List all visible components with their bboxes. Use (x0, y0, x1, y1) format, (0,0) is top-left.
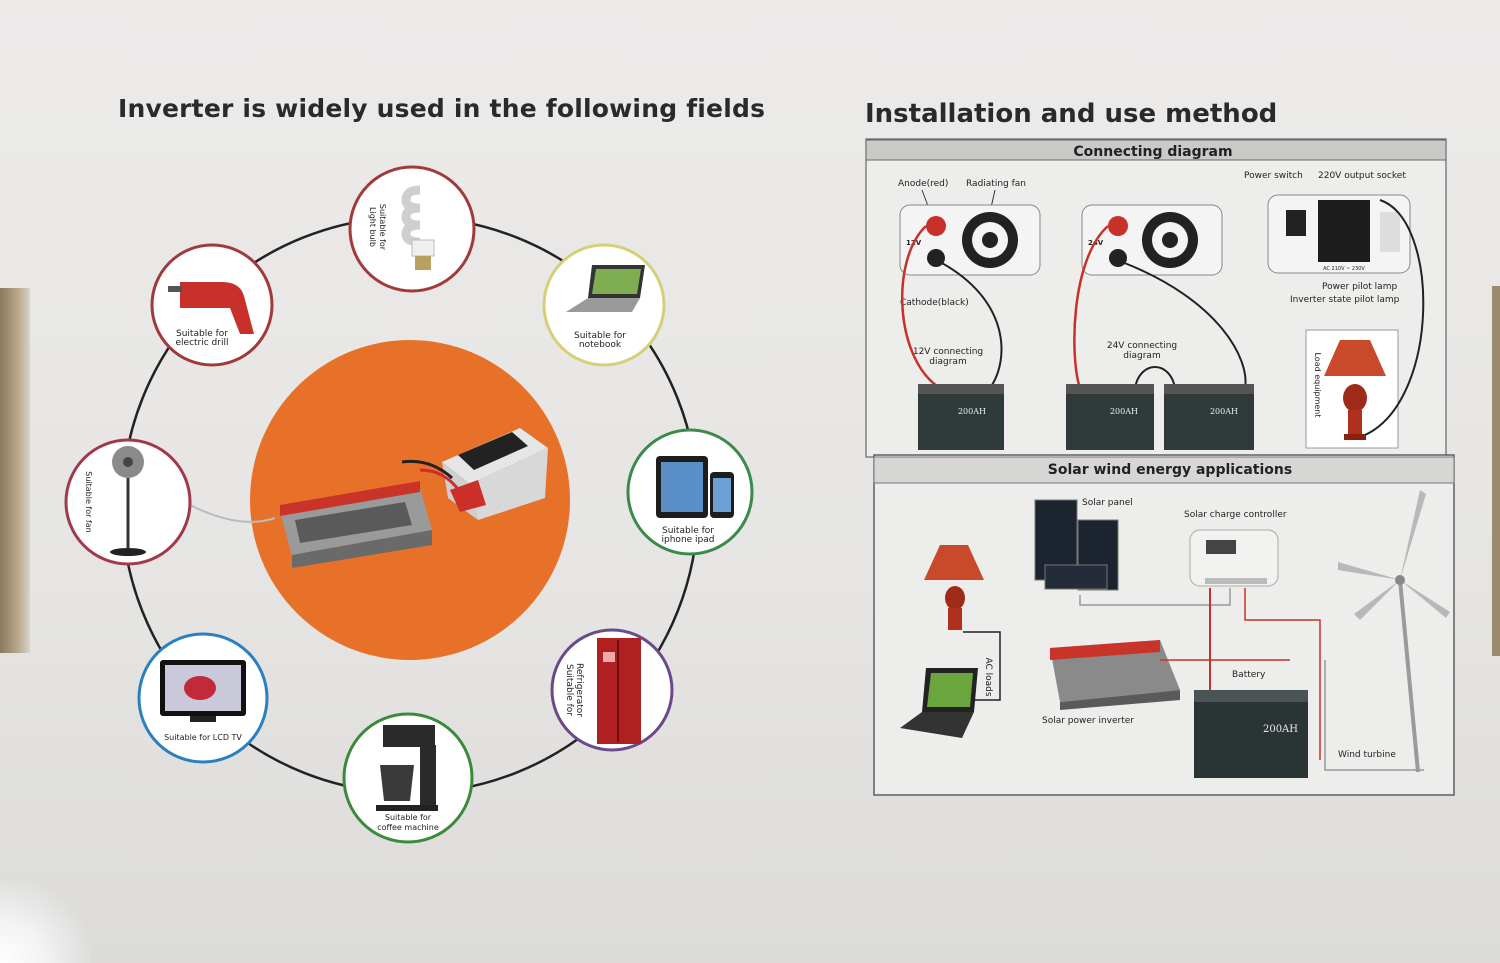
socket-label: 220V output socket (1318, 171, 1406, 181)
d24-label-2: diagram (1123, 351, 1160, 361)
field-label-fridge-2: Refrigerator (574, 663, 584, 717)
field-phone-tablet: Suitable for iphone ipad (626, 428, 754, 556)
cathode-label: Cathode(black) (900, 298, 969, 308)
field-light-bulb: Suitable for Light bulb (348, 165, 476, 293)
inverter-back-12v: 12V (899, 204, 1041, 276)
field-label-drill-1: Suitable for (176, 329, 228, 339)
inverter-front-panel: AC 210V ~ 230V (1267, 194, 1411, 274)
d12-label-1: 12V connecting (913, 347, 983, 357)
battery-12v-label: 200AH (958, 407, 986, 416)
wind-turbine-label: Wind turbine (1338, 750, 1396, 760)
power-switch (1286, 210, 1306, 236)
anode-terminal-12v (926, 216, 946, 236)
fan-label: Radiating fan (966, 179, 1026, 189)
field-label-phone-2: iphone ipad (662, 535, 715, 545)
power-switch-label: Power switch (1244, 171, 1303, 181)
d24-label-1: 24V connecting (1107, 341, 1177, 351)
battery-label: Battery (1232, 670, 1266, 680)
battery-24v-b-label: 200AH (1210, 407, 1238, 416)
solar-inverter-icon (1050, 640, 1180, 710)
field-label-fan-1: Suitable for fan (84, 471, 93, 533)
wind-turbine-icon (1338, 490, 1450, 773)
cardboard-edge-right (1492, 286, 1500, 656)
light-glare (0, 880, 90, 963)
solar-lamp-icon (924, 545, 984, 630)
field-label-fridge-1: Suitable for (564, 664, 574, 716)
usage-wheel: Suitable for Light bulb Suitable for not… (64, 165, 754, 844)
solar-panel-icon (1034, 499, 1119, 591)
d12-label-2: diagram (929, 357, 966, 367)
solar-battery-label: 200AH (1263, 724, 1298, 735)
field-label-coffee-1: Suitable for (385, 813, 432, 822)
inverter-state-label: Inverter state pilot lamp (1290, 295, 1400, 305)
field-notebook: Suitable for notebook (542, 243, 666, 367)
field-refrigerator: Suitable for Refrigerator (550, 628, 674, 752)
field-lcd-tv: Suitable for LCD TV (137, 632, 269, 764)
installation-title: Installation and use method (865, 99, 1278, 129)
inverter-product-icon (189, 428, 548, 568)
solar-inverter-label: Solar power inverter (1042, 716, 1134, 726)
ac-loads-label: AC loads (983, 657, 993, 696)
solar-wind-diagram: Solar wind energy applications Solar pan… (873, 454, 1455, 796)
battery-24v-a-label: 200AH (1110, 407, 1138, 416)
field-label-coffee-2: coffee machine (377, 823, 439, 832)
battery-12v: 200AH (918, 384, 1004, 450)
field-label-drill-2: electric drill (176, 338, 229, 348)
field-label-light-bulb-1: Suitable for (378, 204, 387, 251)
field-label-phone-1: Suitable for (662, 526, 714, 536)
inverter-back-24v: 24V (1081, 204, 1223, 276)
connecting-header: Connecting diagram (1073, 144, 1232, 160)
field-label-notebook-2: notebook (579, 340, 622, 350)
controller-label: Solar charge controller (1184, 510, 1287, 520)
field-fan: Suitable for fan (64, 438, 192, 566)
socket-plate-label: AC 210V ~ 230V (1323, 266, 1365, 272)
field-electric-drill: Suitable for electric drill (150, 243, 274, 367)
charge-controller-icon (1189, 529, 1279, 587)
field-label-notebook-1: Suitable for (574, 331, 626, 341)
anode-label: Anode(red) (898, 179, 948, 189)
load-equipment-label: Load equipment (1313, 352, 1322, 417)
solar-laptop-icon (900, 668, 978, 738)
cardboard-edge-left (0, 288, 30, 653)
lamp-icon (1324, 340, 1386, 440)
field-label-tv-1: Suitable for LCD TV (164, 733, 242, 742)
battery-24v-a: 200AH (1066, 384, 1154, 450)
solar-panel-label: Solar panel (1082, 498, 1133, 508)
connecting-diagram: Connecting diagram Anode(red) Radiating … (865, 138, 1447, 458)
solar-battery-icon: 200AH (1194, 690, 1308, 778)
solar-header: Solar wind energy applications (1048, 462, 1292, 478)
field-coffee-machine: Suitable for coffee machine (342, 712, 474, 844)
fields-title: Inverter is widely used in the following… (118, 94, 766, 123)
battery-24v-b: 200AH (1164, 384, 1254, 450)
field-label-light-bulb-2: Light bulb (368, 207, 377, 247)
output-socket (1318, 200, 1370, 262)
power-pilot-label: Power pilot lamp (1322, 282, 1397, 292)
